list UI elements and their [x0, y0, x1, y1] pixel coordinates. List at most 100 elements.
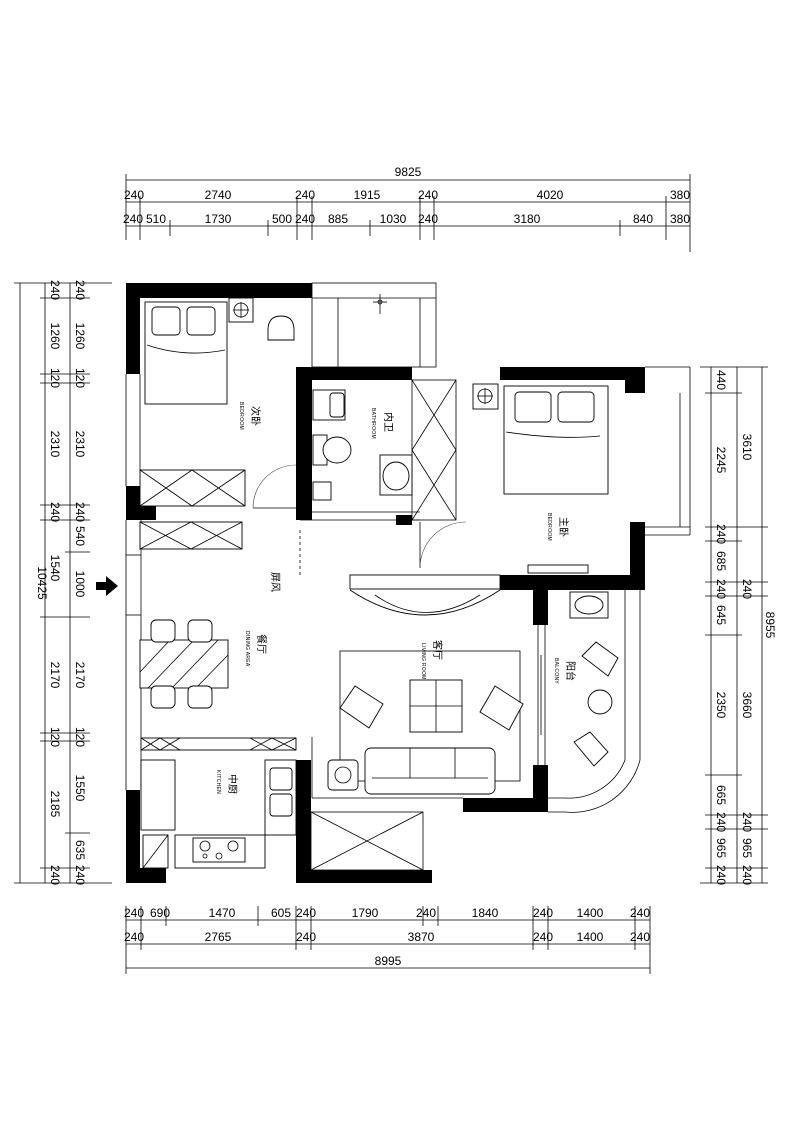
- walls: [126, 283, 645, 883]
- top-row1-dim: 4020: [537, 188, 564, 202]
- left-outer-dim: 2310: [48, 431, 62, 458]
- left-inner-dim: 240: [73, 865, 87, 885]
- right-inner-dim: 645: [714, 605, 728, 625]
- right-overall-dim: 8955: [763, 612, 777, 639]
- bottom-row1-dim: 1840: [472, 906, 499, 920]
- top-row2-dim: 500: [272, 212, 292, 226]
- left-inner-dim: 240: [73, 502, 87, 522]
- left-inner-dim: 240: [73, 280, 87, 300]
- left-inner-dim: 2170: [73, 662, 87, 689]
- right-inner-dim: 240: [714, 579, 728, 599]
- top-row1-dim: 1915: [354, 188, 381, 202]
- bottom-row1-dim: 240: [296, 906, 316, 920]
- top-row1-dim: 2740: [205, 188, 232, 202]
- bottom-row2-dim: 3870: [408, 930, 435, 944]
- right-outer-dim: 240: [740, 812, 754, 832]
- left-outer-dim: 240: [48, 865, 62, 885]
- top-row2-dim: 380: [670, 212, 690, 226]
- bottom-row1-dim: 240: [630, 906, 650, 920]
- bottom-row1-dim: 240: [124, 906, 144, 920]
- top-row2-dim: 3180: [514, 212, 541, 226]
- bottom-row2-dim: 240: [630, 930, 650, 944]
- screen-label: 屏风: [269, 572, 281, 592]
- left-inner-dim: 2310: [73, 431, 87, 458]
- left-outer-dim: 1260: [48, 323, 62, 350]
- left-outer-dim: 120: [48, 368, 62, 388]
- left-outer-dim: 120: [48, 727, 62, 747]
- left-inner-dim: 1260: [73, 323, 87, 350]
- dining-furniture: 餐厅 DINING AREA: [139, 619, 268, 709]
- left-outer-dim: 240: [48, 502, 62, 522]
- right-inner-dim: 2245: [714, 447, 728, 474]
- top-row2-dim: 240: [418, 212, 438, 226]
- second-bedroom-sublabel: BEDROOM: [238, 402, 244, 430]
- master-bedroom-furniture: 主卧 BEDROOM: [472, 383, 609, 574]
- right-inner-dim: 965: [714, 838, 728, 858]
- right-inner-dim: 2350: [714, 692, 728, 719]
- kitchen-furniture: 中厨 KITCHEN: [140, 737, 297, 869]
- bottom-row1-dim: 1470: [209, 906, 236, 920]
- entrance-arrow-icon: [96, 576, 118, 596]
- top-dimensions: 9825 240 2740 240 1915 240 4020 380 240 …: [123, 165, 691, 252]
- left-outer-dim: 240: [48, 280, 62, 300]
- right-inner-dim: 240: [714, 524, 728, 544]
- top-row1-dim: 240: [295, 188, 315, 202]
- bottom-overall-dim: 8995: [375, 954, 402, 968]
- balcony-label: 阳台: [564, 661, 577, 681]
- dining-label: 餐厅: [255, 634, 268, 654]
- bottom-row1-dim: 605: [271, 906, 291, 920]
- left-outer-dim: 1540: [48, 555, 62, 582]
- left-dimensions: 10425 240 1260 120 2310 240 1540 2170 12…: [14, 280, 112, 885]
- balcony-furniture: 阳台 BALCONY: [553, 591, 619, 767]
- bathroom-fixtures: 内卫 BATHROOM: [312, 294, 413, 501]
- bottom-row1-dim: 240: [416, 906, 436, 920]
- right-inner-dim: 240: [714, 865, 728, 885]
- top-row2-dim: 1030: [380, 212, 407, 226]
- second-bedroom-label: 次卧: [249, 406, 262, 426]
- right-dimensions: 8955 440 2245 240 685 240 645 2350 665 2…: [700, 366, 777, 885]
- right-inner-dim: 665: [714, 785, 728, 805]
- right-inner-dim: 685: [714, 551, 728, 571]
- living-sublabel: LIVING ROOM: [420, 643, 426, 680]
- top-row2-dim: 240: [295, 212, 315, 226]
- interior-lines: [125, 282, 691, 871]
- bathroom-sublabel: BATHROOM: [370, 408, 376, 439]
- top-row1-dim: 240: [124, 188, 144, 202]
- dining-sublabel: DINING AREA: [244, 631, 250, 667]
- right-outer-dim: 240: [740, 865, 754, 885]
- left-inner-dim: 120: [73, 368, 87, 388]
- bottom-row2-dim: 240: [124, 930, 144, 944]
- bottom-dimensions: 240 690 1470 605 240 1790 240 1840 240 1…: [124, 906, 651, 974]
- right-outer-dim: 240: [740, 579, 754, 599]
- master-bedroom-sublabel: BEDROOM: [546, 513, 552, 541]
- top-row2-dim: 840: [633, 212, 653, 226]
- second-bedroom-furniture: 次卧 BEDROOM: [139, 297, 295, 550]
- living-room-furniture: 客厅 LIVING ROOM: [327, 640, 524, 795]
- bottom-row1-dim: 240: [533, 906, 553, 920]
- right-outer-dim: 3660: [740, 692, 754, 719]
- bottom-row2-dim: 1400: [577, 930, 604, 944]
- top-row2-dim: 885: [328, 212, 348, 226]
- living-label: 客厅: [431, 640, 444, 660]
- bathroom-label: 内卫: [382, 412, 395, 432]
- right-outer-dim: 3610: [740, 434, 754, 461]
- kitchen-label: 中厨: [226, 774, 239, 794]
- top-overall-dim: 9825: [395, 165, 422, 179]
- bottom-row1-dim: 690: [150, 906, 170, 920]
- left-inner-dim: 1550: [73, 775, 87, 802]
- left-outer-dim: 2185: [48, 791, 62, 818]
- bottom-row1-dim: 1400: [577, 906, 604, 920]
- top-row2-dim: 1730: [205, 212, 232, 226]
- screen-area: 屏风: [96, 530, 501, 616]
- left-inner-dim: 1000: [73, 571, 87, 598]
- kitchen-sublabel: KITCHEN: [215, 770, 221, 794]
- bottom-row2-dim: 240: [296, 930, 316, 944]
- left-outer-dim: 2170: [48, 662, 62, 689]
- top-row2-dim: 510: [146, 212, 166, 226]
- right-inner-dim: 440: [714, 370, 728, 390]
- left-inner-dim: 635: [73, 840, 87, 860]
- left-inner-dim: 540: [73, 526, 87, 546]
- top-row1-dim: 240: [418, 188, 438, 202]
- top-row1-dim: 380: [670, 188, 690, 202]
